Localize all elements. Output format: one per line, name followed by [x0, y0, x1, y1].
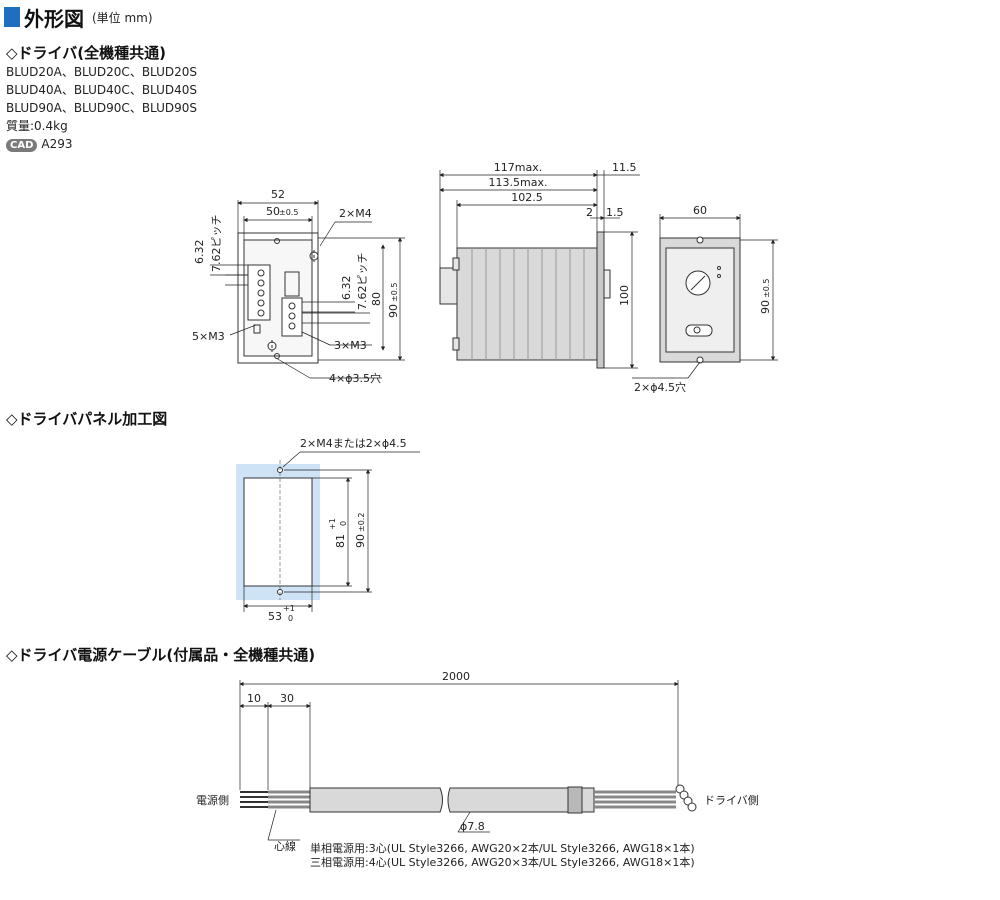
dim-632-a: 6.32 — [193, 240, 206, 265]
panel-dimension-text: 2×M4または2×ϕ4.5 81 +1 0 90 ±0.2 53 +1 0 — [268, 437, 407, 623]
title-text: 外形図 — [24, 6, 84, 31]
model-line-2: BLUD40A、BLUD40C、BLUD40S — [6, 83, 198, 97]
dim-81-tol-up: +1 — [328, 518, 337, 530]
dim-117: 117max. — [494, 161, 542, 174]
dim-90-back: 90 — [759, 300, 772, 314]
terminal-screws-left — [257, 269, 265, 317]
terminal-screws-right — [288, 302, 296, 330]
dim-2: 2 — [586, 206, 593, 219]
cad-ref[interactable]: A293 — [41, 137, 73, 151]
front-dimension-text: 52 50 ±0.5 2×M4 6.32 7.62ピッチ 6.32 7.62ピッ… — [192, 188, 400, 385]
dim-762-a: 7.62ピッチ — [210, 215, 223, 273]
dim-81: 81 — [334, 534, 347, 548]
dim-762-b: 7.62ピッチ — [356, 253, 369, 311]
cable-dimension-lines — [239, 680, 679, 841]
dim-113: 113.5max. — [489, 176, 548, 189]
driver-heading: ◇ドライバ(全機種共通) — [6, 44, 166, 62]
dim-53-tol-up: +1 — [283, 604, 295, 613]
title-unit: (単位 mm) — [92, 10, 153, 25]
note-three-phase: 三相電源用:4心(UL Style3266, AWG20×3本/UL Style… — [310, 855, 695, 869]
heatsink-fins — [471, 248, 585, 360]
panel-heading: ◇ドライバパネル加工図 — [6, 410, 168, 428]
dim-2xm4: 2×M4 — [339, 207, 372, 220]
dim-15: 1.5 — [606, 206, 624, 219]
dim-52: 52 — [271, 188, 285, 201]
cad-badge-icon[interactable]: CAD — [6, 139, 38, 152]
ring-terminal-icons — [675, 784, 697, 812]
power-cable — [240, 784, 697, 814]
side-dimension-lines — [439, 170, 640, 369]
note-single-phase: 単相電源用:3心(UL Style3266, AWG20×2本/UL Style… — [310, 841, 695, 855]
dim-632-b: 6.32 — [340, 276, 353, 301]
model-line-1: BLUD20A、BLUD20C、BLUD20S — [6, 65, 198, 79]
front-dimension-lines — [210, 200, 405, 379]
panel-dimension-lines — [243, 451, 420, 612]
dim-30: 30 — [280, 692, 294, 705]
dim-10: 10 — [247, 692, 261, 705]
dim-2000: 2000 — [442, 670, 470, 683]
dim-53-tol-dn: 0 — [288, 614, 293, 623]
cable-wire-ends — [240, 791, 268, 808]
driver-back-view — [659, 236, 741, 364]
cable-cores-right — [594, 790, 676, 809]
driver-front-view — [237, 232, 319, 364]
dim-90-front: 90 — [387, 304, 400, 318]
dim-panel-90-tol: ±0.2 — [357, 513, 366, 532]
dim-5xm3: 5×M3 — [192, 330, 225, 343]
dim-50-tol: ±0.5 — [279, 208, 298, 217]
driver-info: BLUD20A、BLUD20C、BLUD20S BLUD40A、BLUD40C、… — [6, 63, 197, 153]
back-dimension-lines — [632, 214, 778, 379]
dim-50: 50 — [266, 205, 280, 218]
title-square-icon — [4, 7, 20, 27]
mass-line: 質量:0.4kg — [6, 119, 68, 133]
back-dimension-text: 60 90 ±0.5 2×ϕ4.5穴 — [634, 204, 772, 394]
dim-81-tol-dn: 0 — [339, 521, 348, 526]
dim-panel-m4: 2×M4または2×ϕ4.5 — [300, 437, 407, 450]
dim-4-holes: 4×ϕ3.5穴 — [329, 371, 381, 385]
dim-phi78: ϕ7.8 — [460, 820, 485, 833]
cable-heading: ◇ドライバ電源ケーブル(付属品・全機種共通) — [6, 646, 316, 664]
dim-60: 60 — [693, 204, 707, 217]
dim-90-back-tol: ±0.5 — [762, 279, 771, 298]
model-line-3: BLUD90A、BLUD90C、BLUD90S — [6, 101, 198, 115]
side-dimension-text: 117max. 113.5max. 102.5 11.5 2 1.5 100 — [489, 161, 637, 306]
label-driver-side: ドライバ側 — [704, 794, 759, 807]
dim-90-front-tol: ±0.5 — [390, 283, 399, 302]
label-core: 心線 — [274, 839, 296, 853]
dim-102: 102.5 — [511, 191, 543, 204]
dim-53: 53 — [268, 610, 282, 623]
label-power-side: 電源側 — [196, 793, 229, 807]
dim-80: 80 — [370, 292, 383, 306]
dim-11: 11.5 — [612, 161, 637, 174]
dim-3xm3: 3×M3 — [334, 339, 367, 352]
dim-panel-90: 90 — [354, 534, 367, 548]
dim-2-holes: 2×ϕ4.5穴 — [634, 380, 686, 394]
cable-cores — [268, 790, 310, 809]
driver-side-view — [439, 231, 611, 369]
cable-dimension-text: 2000 10 30 電源側 ドライバ側 ϕ7.8 心線 単相電源用:3心(UL… — [196, 670, 759, 869]
dim-100: 100 — [618, 285, 631, 306]
page-title: 外形図 (単位 mm) — [4, 4, 153, 31]
panel-cutout — [236, 460, 320, 600]
